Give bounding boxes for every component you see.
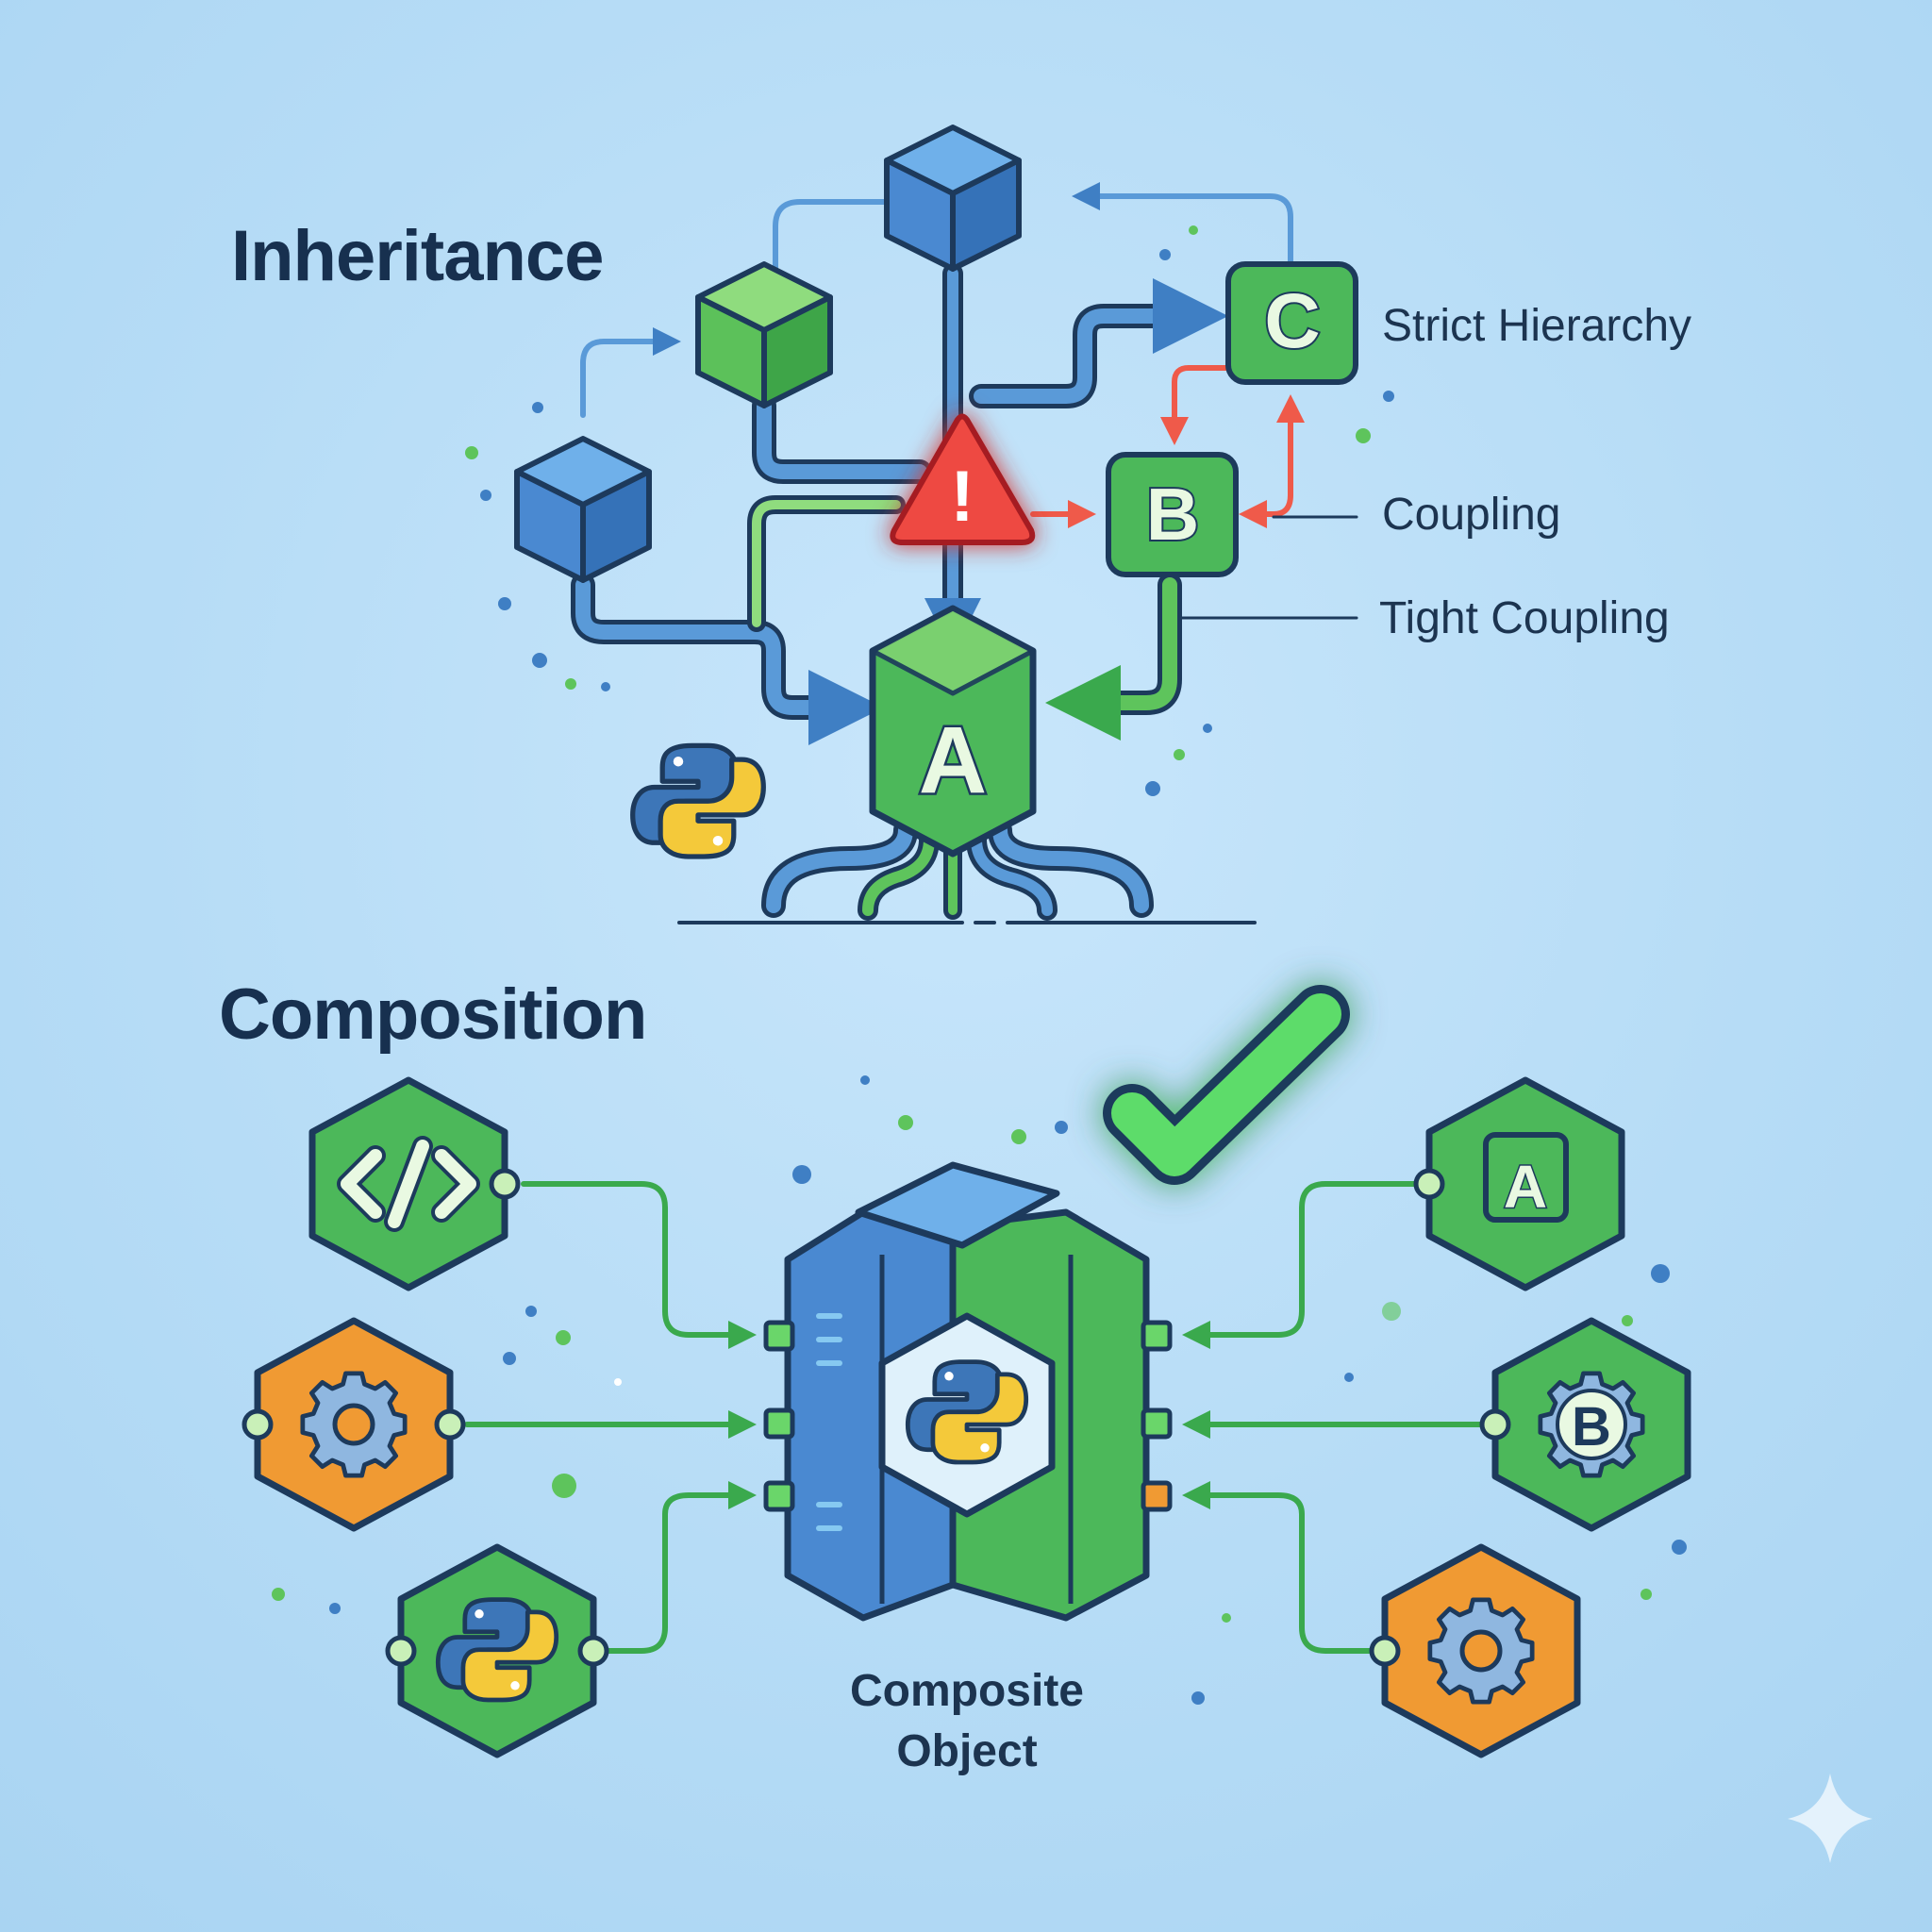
composite-object-block	[763, 1161, 1173, 1622]
decorative-dots	[272, 1075, 1687, 1705]
composite-object-caption-line1: Composite	[850, 1666, 1084, 1716]
gear-component-right	[1369, 1543, 1581, 1758]
class-a-label: A	[919, 708, 987, 813]
coupling-label: Coupling	[1382, 490, 1561, 540]
inheritance-section: C B ! A	[465, 127, 1394, 924]
base-class-cube-icon	[517, 439, 649, 580]
decorative-dots	[465, 225, 1394, 796]
tight-coupling-label: Tight Coupling	[1379, 593, 1670, 643]
python-logo-icon	[633, 745, 764, 857]
component-a: A	[1413, 1076, 1625, 1291]
sparkle-icon	[1788, 1774, 1873, 1863]
warning-icon: !	[890, 413, 1036, 545]
code-component	[308, 1076, 521, 1291]
component-a-label: A	[1504, 1153, 1547, 1221]
gear-component-left	[242, 1317, 466, 1532]
top-class-cube-icon	[887, 127, 1019, 269]
class-c-label: C	[1264, 278, 1320, 364]
class-c-node: C	[1225, 261, 1358, 385]
class-b-label: B	[1146, 473, 1199, 556]
python-component	[385, 1543, 609, 1758]
composition-section: Composite Object	[242, 985, 1873, 1863]
code-icon	[337, 1136, 480, 1232]
composition-title: Composition	[219, 974, 647, 1055]
warning-symbol: !	[950, 457, 974, 537]
component-b: B	[1479, 1317, 1691, 1532]
checkmark-icon	[1103, 985, 1350, 1185]
inheritance-title: Inheritance	[231, 216, 604, 296]
parent-class-cube-icon	[698, 264, 830, 406]
class-a-node: A	[869, 605, 1037, 858]
component-b-label: B	[1572, 1396, 1611, 1457]
strict-hierarchy-label: Strict Hierarchy	[1382, 301, 1692, 351]
composite-object-caption-line2: Object	[896, 1726, 1037, 1776]
class-b-node: B	[1106, 452, 1239, 577]
